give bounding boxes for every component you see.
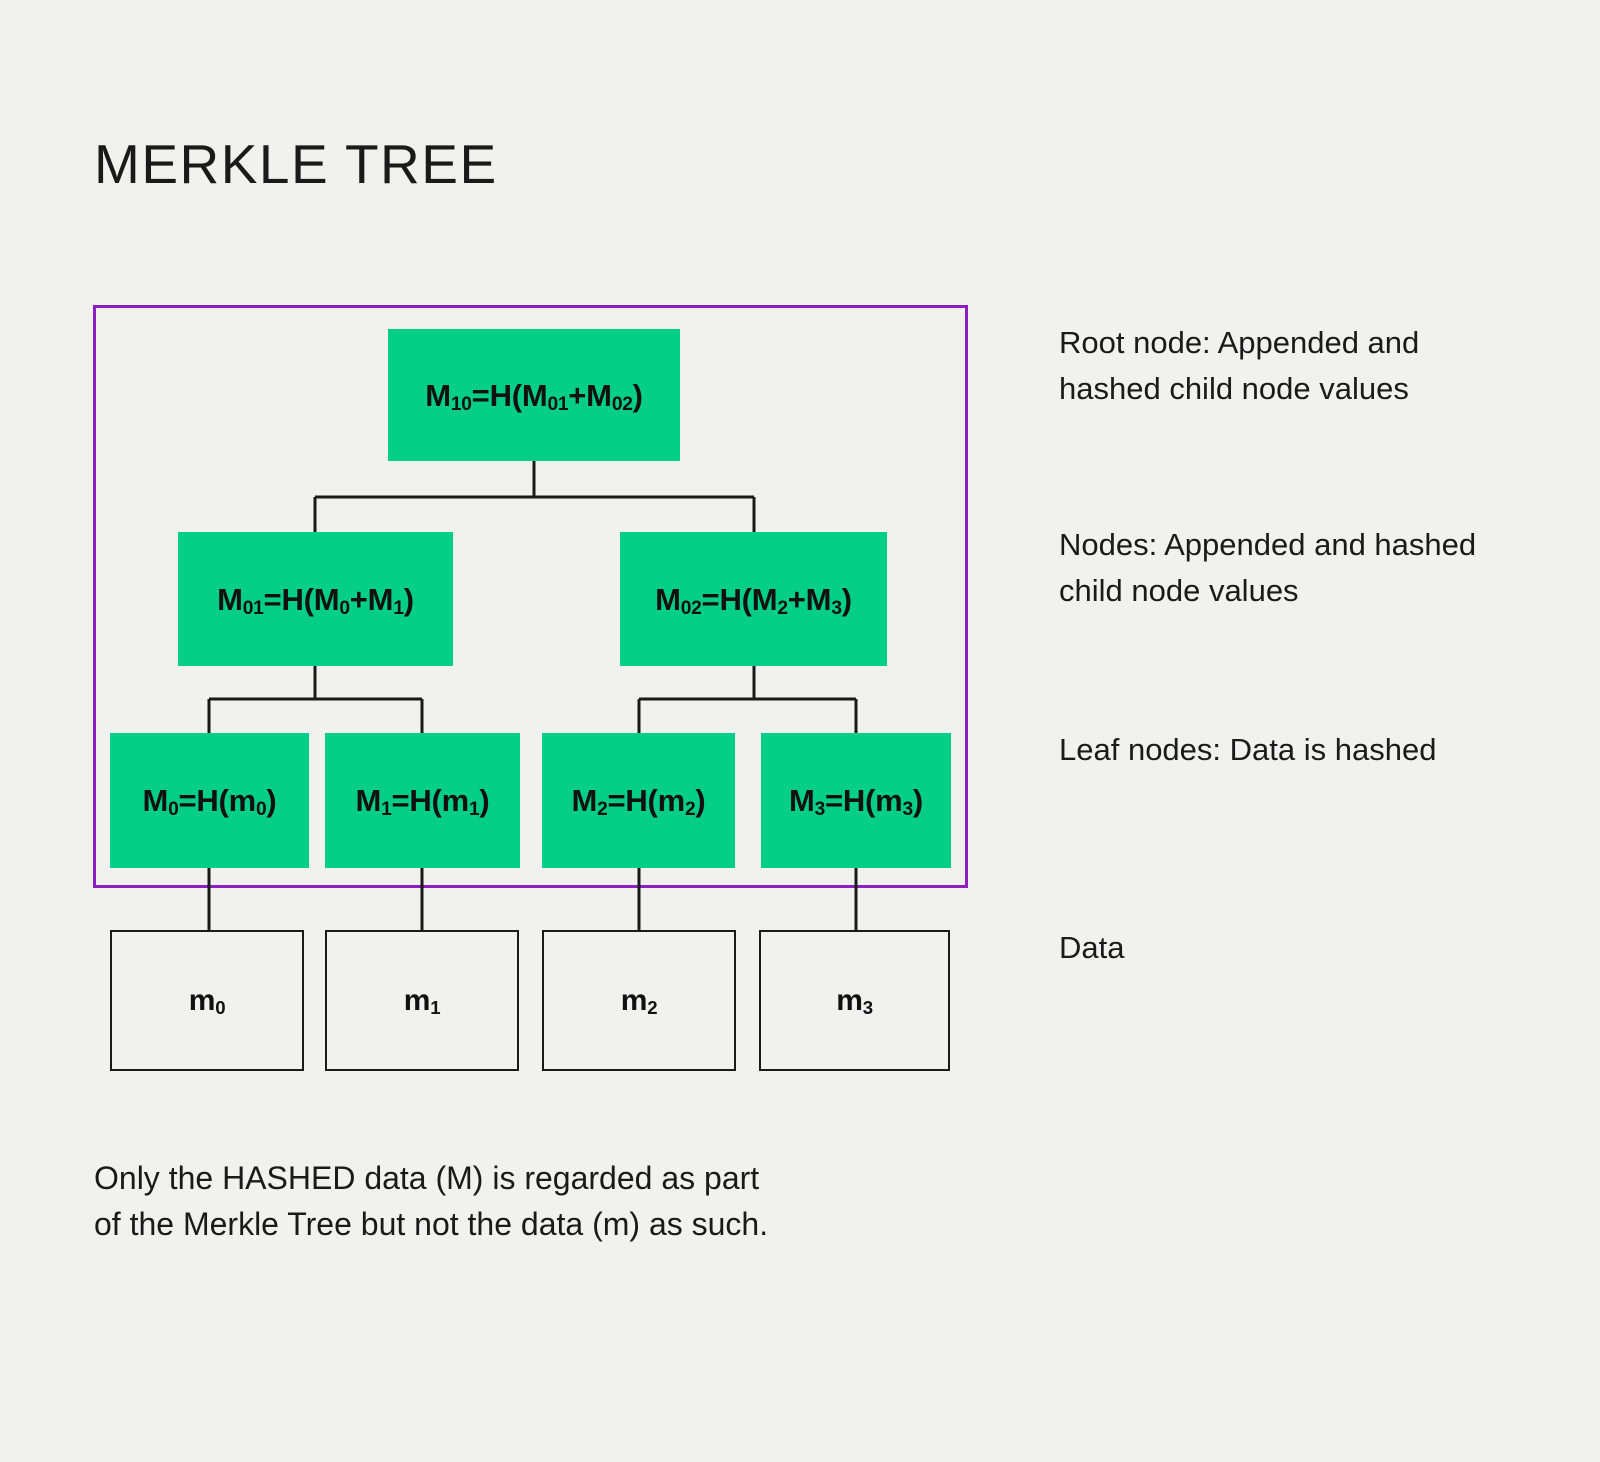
data-block-m2-label: m2 xyxy=(620,983,658,1018)
footnote-line-2: of the Merkle Tree but not the data (m) … xyxy=(94,1206,769,1243)
tree-leaf-m2[interactable]: M2=H(m2) xyxy=(542,733,735,868)
data-block-m0-label: m0 xyxy=(188,983,226,1018)
annotation-leaf-nodes: Leaf nodes: Data is hashed xyxy=(1059,732,1437,767)
data-block-m0[interactable]: m0 xyxy=(110,930,304,1071)
annotation-data: Data xyxy=(1059,930,1125,965)
tree-node-m01[interactable]: M01=H(M0+M1) xyxy=(178,532,453,666)
tree-leaf-m1[interactable]: M1=H(m1) xyxy=(325,733,520,868)
tree-leaf-m0[interactable]: M0=H(m0) xyxy=(110,733,309,868)
tree-node-root[interactable]: M10=H(M01+M02) xyxy=(388,329,680,461)
data-block-m3-label: m3 xyxy=(836,983,873,1018)
tree-leaf-m3-label: M3=H(m3) xyxy=(788,783,924,821)
tree-node-root-label: M10=H(M01+M02) xyxy=(425,377,643,415)
data-block-m1[interactable]: m1 xyxy=(325,930,519,1071)
data-block-m1-label: m1 xyxy=(403,983,441,1018)
merkle-tree-boundary xyxy=(93,305,968,888)
annotation-root-node: Root node: Appended and hashed child nod… xyxy=(1059,325,1420,406)
footnote: Only the HASHED data (M) is regarded as … xyxy=(94,1155,994,1248)
tree-leaf-m3[interactable]: M3=H(m3) xyxy=(761,733,951,868)
tree-node-m02[interactable]: M02=H(M2+M3) xyxy=(620,532,887,666)
page-title: MERKLE TREE xyxy=(94,133,498,195)
tree-leaf-m0-label: M0=H(m0) xyxy=(142,783,277,821)
tree-leaf-m2-label: M2=H(m2) xyxy=(571,783,706,821)
tree-node-m02-label: M02=H(M2+M3) xyxy=(655,581,852,619)
annotation-nodes: Nodes: Appended and hashed child node va… xyxy=(1059,527,1477,608)
data-block-m2[interactable]: m2 xyxy=(542,930,736,1071)
tree-node-m01-label: M01=H(M0+M1) xyxy=(217,581,414,619)
data-block-m3[interactable]: m3 xyxy=(759,930,950,1071)
tree-leaf-m1-label: M1=H(m1) xyxy=(355,783,490,821)
footnote-line-1: Only the HASHED data (M) is regarded as … xyxy=(94,1160,760,1196)
